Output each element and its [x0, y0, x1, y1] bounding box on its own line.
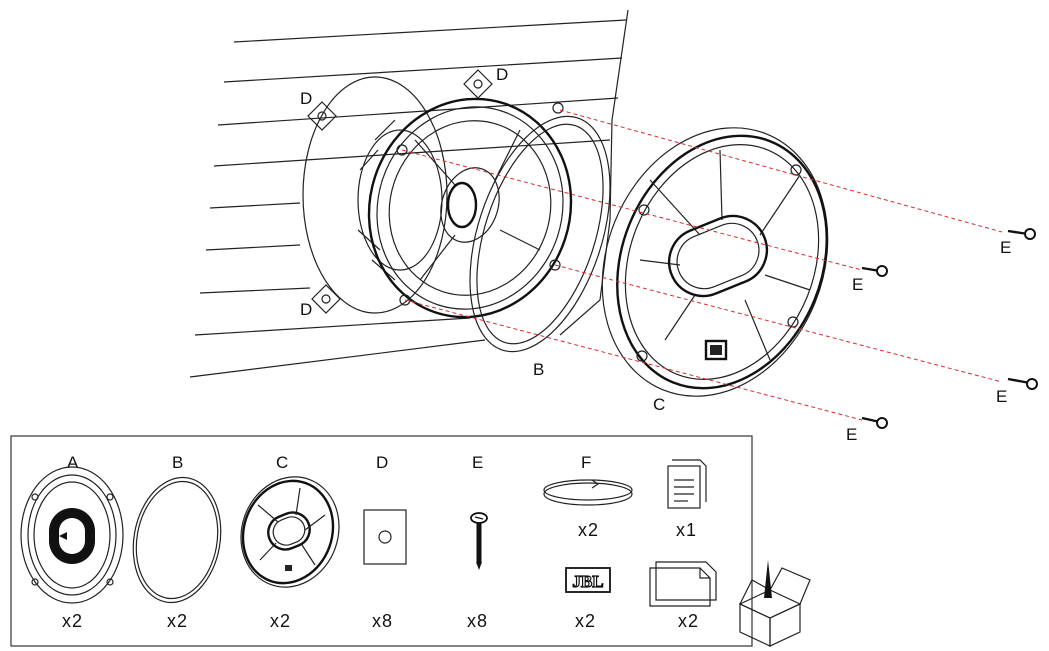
- d-clip-top-left: [307, 101, 337, 131]
- cards-qty: x2: [678, 611, 699, 631]
- part-b-letter: B: [172, 453, 183, 472]
- callout-d-top-left: D: [300, 89, 312, 108]
- screw-e-4: [861, 416, 888, 429]
- alignment-lines: [401, 109, 1003, 421]
- part-e-screw-icon: [470, 512, 488, 570]
- part-a-letter: A: [67, 453, 79, 472]
- callout-e-3: E: [996, 387, 1007, 406]
- d-clip-bottom: [311, 284, 341, 314]
- manual-document-icon: [667, 459, 707, 509]
- part-a-qty: x2: [62, 611, 83, 631]
- screw-e-2: [861, 265, 888, 277]
- callout-d-top-right: D: [496, 65, 508, 84]
- cards-icon: [649, 561, 717, 607]
- part-b-ring-icon: [132, 476, 222, 604]
- part-f-qty: x2: [578, 520, 599, 540]
- screw-e-3: [1007, 377, 1038, 390]
- grille-c: [601, 127, 829, 397]
- open-box-icon: [738, 560, 811, 647]
- part-c-qty: x2: [270, 611, 291, 631]
- callout-e-4: E: [846, 425, 857, 444]
- jbl-badge-icon: JBL: [565, 567, 611, 593]
- callout-c: C: [653, 395, 665, 414]
- callout-e-2: E: [852, 275, 863, 294]
- part-e-letter: E: [472, 453, 483, 472]
- badge-qty: x2: [575, 611, 596, 631]
- d-clip-top-right: [463, 69, 493, 99]
- callout-e-1: E: [1000, 238, 1011, 257]
- part-c-grille-icon: [240, 476, 340, 588]
- part-e-qty: x8: [467, 611, 488, 631]
- part-f-tie-icon: [543, 479, 633, 506]
- part-c-letter: C: [276, 453, 288, 472]
- part-b-qty: x2: [167, 611, 188, 631]
- part-f-letter: F: [581, 453, 591, 472]
- part-d-clip-icon: [363, 509, 407, 565]
- part-a-speaker-icon: [20, 466, 124, 604]
- part-d-letter: D: [376, 453, 388, 472]
- callout-d-bottom: D: [300, 300, 312, 319]
- jbl-badge-text: JBL: [572, 572, 603, 591]
- callout-b: B: [533, 360, 544, 379]
- speaker-a-mounted: [302, 76, 573, 319]
- part-d-qty: x8: [372, 611, 393, 631]
- gasket-ring-b: [469, 115, 611, 353]
- parts-box: A x2 B x2 C: [10, 435, 753, 647]
- screw-e-1: [1007, 228, 1036, 240]
- manual-qty: x1: [676, 520, 697, 540]
